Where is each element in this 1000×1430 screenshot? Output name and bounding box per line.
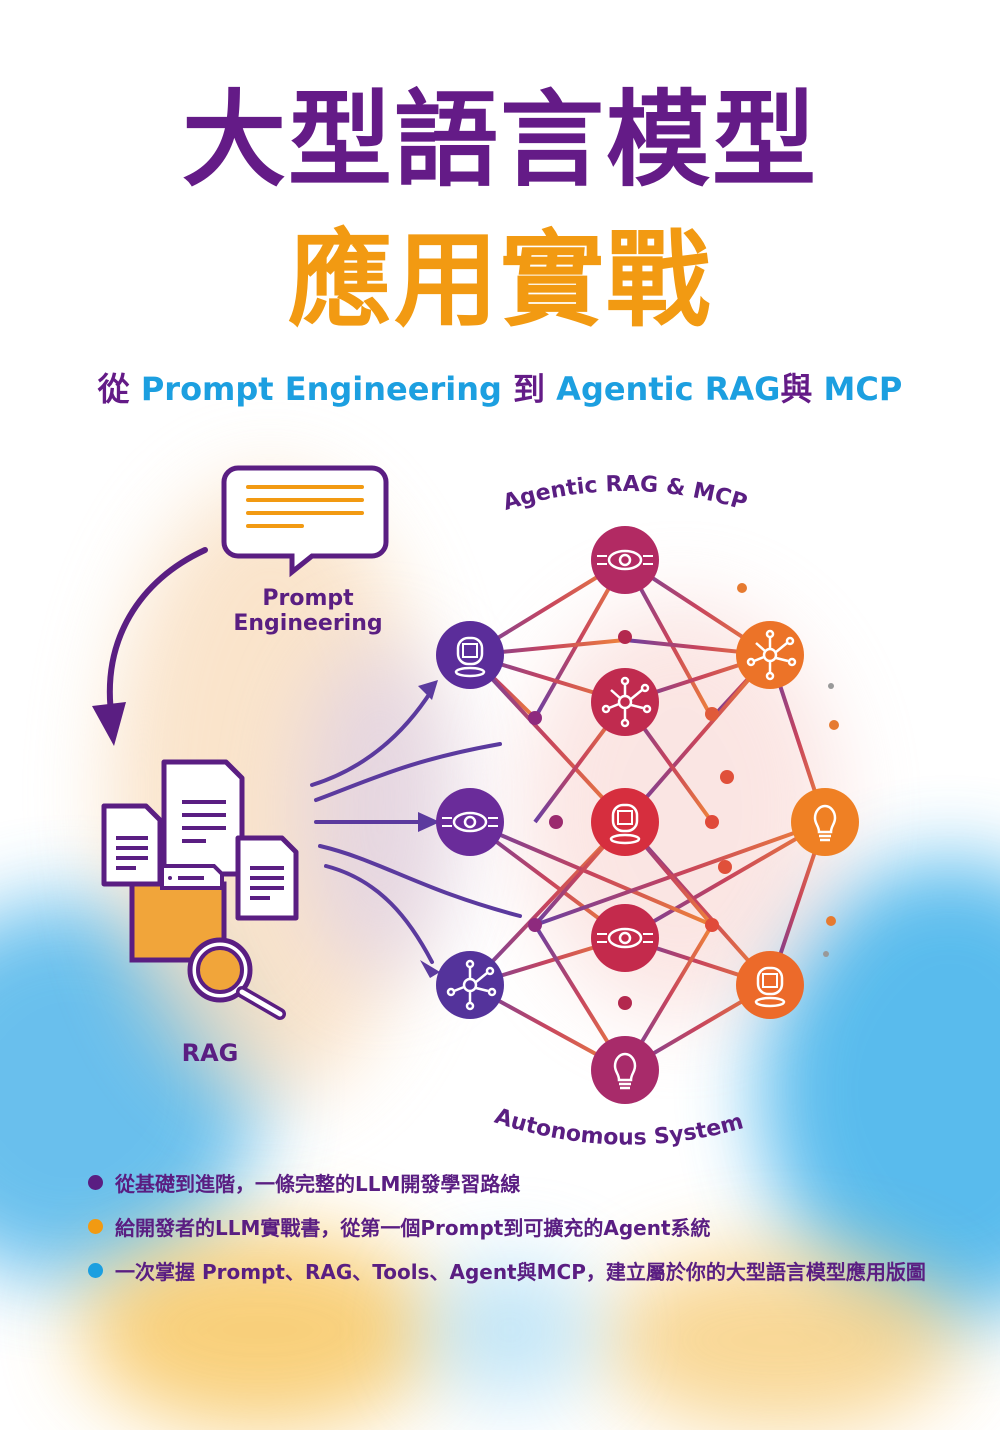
prompt-engineering-label: Prompt Engineering <box>218 586 398 637</box>
node-hub-1 <box>591 668 659 736</box>
node-lightbulb-bottom <box>591 1036 659 1104</box>
network-top-label: Agentic RAG & MCP <box>500 472 750 516</box>
bullet-dot-purple <box>88 1174 103 1190</box>
folder-icon <box>129 864 227 963</box>
arrowheads <box>418 680 440 978</box>
feature-item: 從基礎到進階，一條完整的LLM開發學習路線 <box>88 1160 926 1204</box>
junction-dots <box>528 583 839 1010</box>
title-line-1: 大型語言模型 <box>181 79 818 201</box>
feature-list: 從基礎到進階，一條完整的LLM開發學習路線 給開發者的LLM實戰書，從第一個Pr… <box>88 1160 926 1292</box>
subtitle-and: 與 <box>780 370 813 408</box>
speech-bubble-icon <box>221 465 389 578</box>
bullet-dot-orange <box>88 1218 103 1234</box>
feature-item: 一次掌握 Prompt、RAG、Tools、Agent與MCP，建立屬於你的大型… <box>88 1248 926 1292</box>
node-hub-2 <box>736 621 804 689</box>
node-lightbulb-right <box>791 788 859 856</box>
node-hub-left <box>436 951 504 1019</box>
node-ai-head-2 <box>591 788 659 856</box>
network-bottom-label: Autonomous System <box>492 1104 747 1151</box>
subtitle-prompt-engineering: Prompt Engineering <box>140 370 502 408</box>
magnifier-icon <box>187 937 286 1020</box>
rag-label: RAG <box>181 1039 239 1067</box>
feature-text: 一次掌握 Prompt、RAG、Tools、Agent與MCP，建立屬於你的大型… <box>115 1259 926 1284</box>
documents-icon <box>101 759 299 921</box>
prompt-label-line2: Engineering <box>233 611 383 637</box>
title-line-2: 應用實戰 <box>287 219 712 341</box>
subtitle-agentic-rag: Agentic RAG <box>556 370 781 408</box>
node-ai-head-1 <box>436 621 504 689</box>
feature-item: 給開發者的LLM實戰書，從第一個Prompt到可擴充的Agent系統 <box>88 1204 926 1248</box>
subtitle: 從 Prompt Engineering 到 Agentic RAG與 MCP <box>0 370 1000 408</box>
llm-diagram: Agentic RAG & MCP Autonomous System <box>92 465 859 1151</box>
prompt-label-line1: Prompt <box>262 586 354 611</box>
subtitle-mcp: MCP <box>823 370 903 408</box>
node-top-eye <box>591 526 659 594</box>
subtitle-to: 到 <box>513 370 546 408</box>
curved-arrow-icon <box>92 547 208 746</box>
subtitle-from: 從 <box>97 370 130 408</box>
node-ai-head-3 <box>736 951 804 1019</box>
node-eye-bottom <box>591 904 659 972</box>
node-eye-left <box>436 788 504 856</box>
feature-text: 給開發者的LLM實戰書，從第一個Prompt到可擴充的Agent系統 <box>115 1215 711 1240</box>
bullet-dot-blue <box>88 1262 103 1278</box>
feature-text: 從基礎到進階，一條完整的LLM開發學習路線 <box>115 1171 521 1196</box>
